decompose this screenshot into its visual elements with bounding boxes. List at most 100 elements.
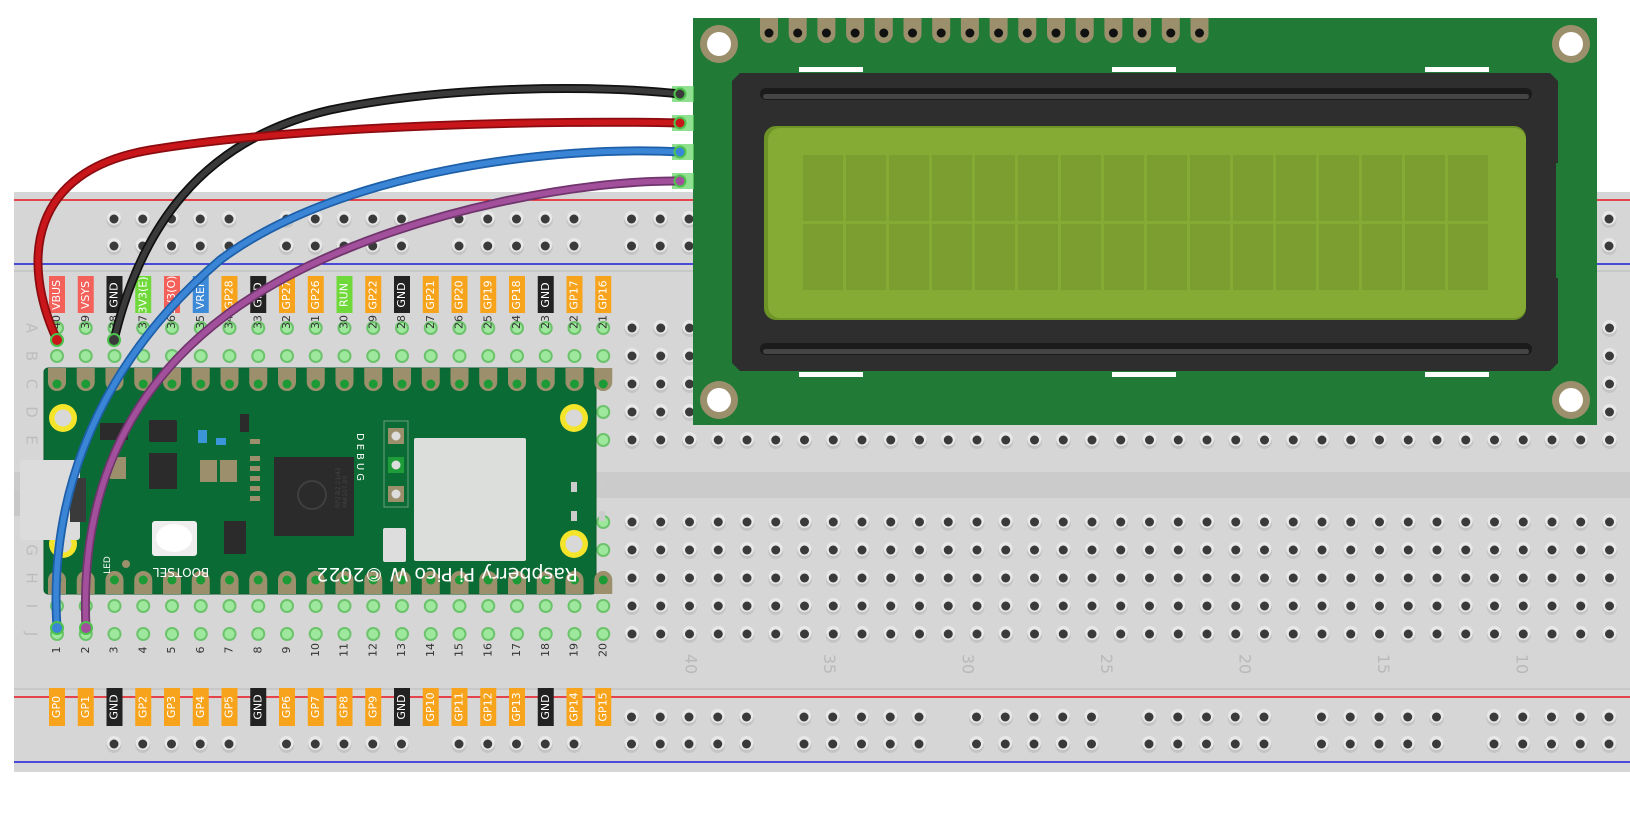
breadboard-hole [1602, 514, 1617, 531]
pin-label-bg [135, 688, 152, 726]
pin-label-text: GND [108, 282, 121, 307]
hole-dot [1489, 739, 1499, 749]
breadboard-hole [1601, 238, 1617, 255]
breadboard-hole [1602, 376, 1617, 393]
pin-label-bg [279, 276, 295, 313]
pico-pad-hole [598, 575, 608, 585]
pin-label-text: GP4 [194, 696, 207, 718]
hole-dot [886, 573, 896, 583]
pico-mount-hole-center [565, 535, 583, 553]
hole-active [540, 351, 551, 361]
hole-dot [1432, 573, 1442, 583]
column-number: 10 [1513, 654, 1532, 674]
hole-active [282, 629, 292, 639]
hole-dot [1058, 629, 1068, 639]
breadboard-hole [1055, 570, 1071, 587]
component-crystal [383, 528, 406, 562]
breadboard-hole [165, 599, 179, 613]
pico-pad-hole [52, 379, 62, 389]
breadboard-hole [135, 211, 151, 228]
hole-dot [1260, 435, 1269, 445]
breadboard-hole [78, 349, 93, 363]
hole-dot [1260, 517, 1269, 527]
hole-dot [685, 379, 694, 389]
hole-dot [167, 739, 176, 749]
breadboard-hole [106, 736, 122, 753]
breadboard-hole [481, 321, 496, 335]
wire-start-connector [107, 333, 121, 347]
lcd-character-cell [1061, 155, 1101, 221]
hole-active [368, 323, 379, 333]
led-indicator [122, 560, 130, 568]
chip-marking: PAK107.00 [342, 476, 349, 508]
hole-active [425, 351, 436, 361]
pin-label-text: GND [395, 282, 408, 307]
breadboard-hole [912, 626, 927, 643]
hole-dot [972, 545, 982, 555]
breadboard-hole [1026, 709, 1042, 726]
hole-active [598, 323, 609, 333]
hole-active [598, 407, 609, 417]
hole-dot [828, 601, 838, 611]
hole-dot [1202, 517, 1212, 527]
breadboard-hole [653, 404, 669, 421]
breadboard-hole [1285, 598, 1301, 615]
hole-dot [195, 241, 205, 251]
breadboard-hole [596, 599, 611, 613]
breadboard-hole [710, 709, 726, 726]
breadboard-hole [1573, 570, 1589, 587]
breadboard-hole [1314, 432, 1330, 449]
lcd-character-cell [1319, 155, 1359, 221]
component-ic [149, 453, 177, 489]
hole-dot [512, 214, 521, 224]
breadboard-hole [451, 736, 467, 753]
breadboard-hole [1429, 542, 1445, 559]
breadboard-hole [998, 570, 1014, 587]
breadboard-hole [1170, 626, 1186, 643]
hole-dot [655, 241, 665, 251]
hole-dot [1087, 739, 1096, 749]
breadboard-hole [510, 627, 524, 641]
lcd-character-cell [1276, 224, 1316, 290]
breadboard-hole [854, 570, 870, 587]
breadboard-hole [912, 542, 927, 559]
hole-dot [1576, 545, 1586, 555]
breadboard-hole [452, 599, 467, 613]
breadboard-hole [997, 709, 1013, 726]
breadboard-hole [854, 626, 870, 643]
breadboard-hole [882, 709, 898, 726]
bootsel-label: BOOTSEL [153, 565, 209, 579]
hole-dot [828, 573, 838, 583]
breadboard-hole [624, 570, 640, 587]
hole-dot [1576, 629, 1586, 639]
hole-dot [655, 712, 665, 722]
breadboard-hole [653, 598, 669, 615]
pin-label-bg [537, 276, 554, 313]
breadboard-hole [710, 514, 726, 531]
component-ic [224, 521, 246, 554]
breadboard-hole [768, 514, 784, 531]
hole-dot [1518, 545, 1528, 555]
breadboard-hole [1228, 598, 1244, 615]
breadboard-hole [1342, 709, 1358, 726]
column-number: 39 [79, 315, 92, 329]
breadboard-hole [969, 626, 985, 643]
sda-wire [50, 145, 687, 635]
breadboard-hole [624, 348, 640, 365]
hole-active [540, 601, 551, 611]
breadboard-hole [1113, 570, 1129, 587]
breadboard-hole [1372, 542, 1387, 559]
breadboard-hole [566, 736, 582, 753]
breadboard-hole [768, 570, 784, 587]
hole-dot [713, 517, 723, 527]
pin-label-bg [451, 276, 468, 313]
hole-dot [282, 241, 291, 251]
lcd-bezel-groove-hl [763, 349, 1529, 354]
hole-dot [742, 517, 752, 527]
column-number: 5 [165, 647, 178, 654]
breadboard-hole [222, 599, 237, 613]
gnd-wire [107, 84, 687, 347]
hole-dot [742, 435, 752, 445]
